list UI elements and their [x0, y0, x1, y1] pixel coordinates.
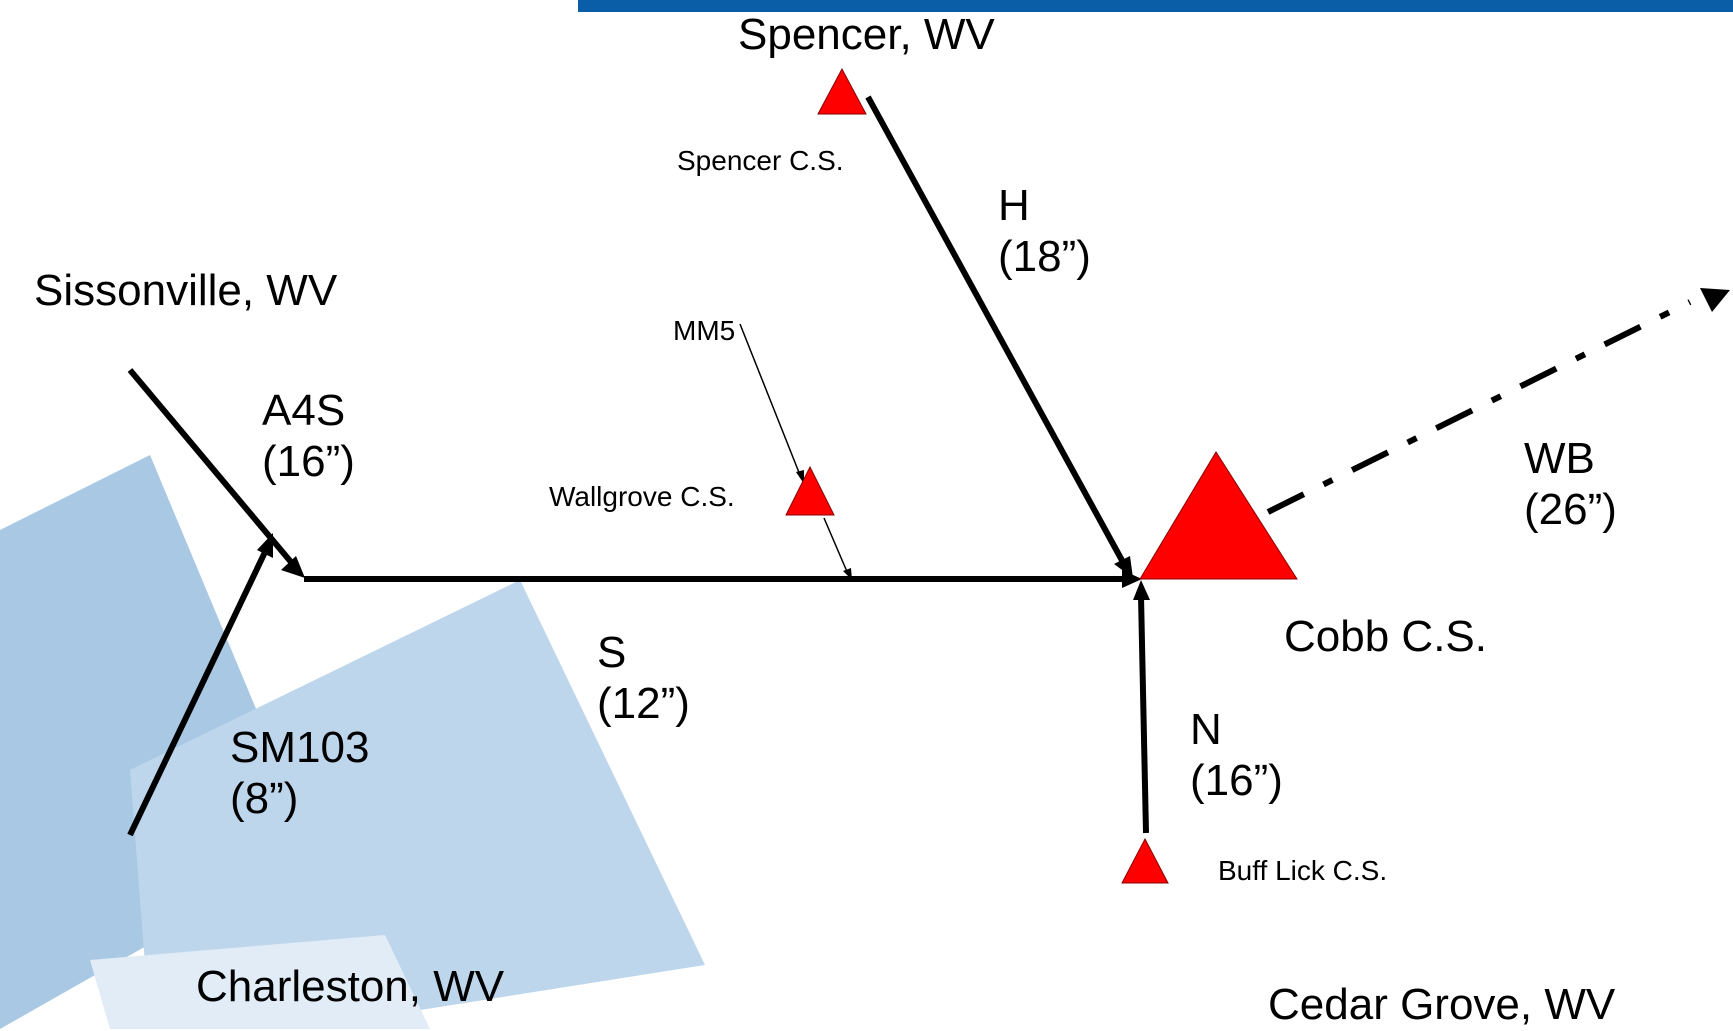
pipeline-n-arrowhead [1133, 580, 1150, 600]
mm5-leader-bottom [823, 517, 849, 575]
pipeline-label-wb: WB (26”) [1524, 434, 1617, 535]
pipeline-a4s-arrowhead [281, 556, 305, 578]
pipeline-h-arrowhead [1114, 556, 1133, 578]
mm5-leader-top-arrowhead [796, 470, 804, 484]
background-tile-medium [130, 580, 705, 1029]
station-label-spencer: Spencer C.S. [677, 145, 844, 176]
place-label-charleston: Charleston, WV [196, 962, 505, 1011]
cobb-cs-triangle [1139, 451, 1298, 580]
spencer-cs-triangle [817, 67, 867, 115]
place-label-sissonville: Sissonville, WV [34, 266, 338, 315]
pipeline-wb [1266, 299, 1692, 515]
mm5-leader-top [739, 323, 801, 476]
compressor-stations [785, 67, 1298, 884]
pipeline-a4s-size: (16”) [262, 436, 355, 486]
place-label-cedar-grove: Cedar Grove, WV [1268, 980, 1616, 1029]
wallgrove-cs-triangle [785, 465, 835, 516]
pipeline-label-h: H (18”) [998, 181, 1091, 282]
pipeline-sm103-arrowhead [257, 533, 273, 558]
point-label-mm5: MM5 [673, 315, 736, 346]
pipeline-wb-arrowhead [1700, 288, 1730, 312]
mm5-pointer [739, 323, 852, 580]
station-label-buff-lick: Buff Lick C.S. [1218, 855, 1388, 886]
pipeline-h [865, 95, 1127, 566]
pipeline-label-s: S (12”) [597, 628, 690, 729]
station-label-cobb: Cobb C.S. [1284, 612, 1487, 661]
pipeline-sm103-size: (8”) [230, 773, 299, 823]
pipelines [127, 95, 1730, 837]
background-tile-light [90, 935, 430, 1029]
pipeline-n-name: N [1190, 705, 1222, 754]
pipeline-s-arrowhead [1122, 570, 1142, 588]
top-bar [578, 0, 1733, 12]
pipeline-sm103 [127, 548, 269, 837]
place-label-spencer: Spencer, WV [738, 10, 995, 59]
pipeline-a4s [127, 368, 299, 570]
pipeline-wb-name: WB [1524, 434, 1595, 483]
background-tiles [0, 455, 705, 1029]
pipeline-label-sm103: SM103 (8”) [230, 723, 369, 824]
pipeline-h-name: H [998, 181, 1030, 230]
station-label-wallgrove: Wallgrove C.S. [549, 481, 735, 512]
buff-lick-cs-triangle [1121, 837, 1169, 884]
mm5-leader-bottom-arrowhead [843, 568, 852, 580]
pipeline-sm103-name: SM103 [230, 723, 370, 772]
pipeline-h-size: (18”) [998, 231, 1091, 281]
pipeline-label-a4s: A4S (16”) [262, 386, 355, 487]
pipeline-s-size: (12”) [597, 678, 690, 728]
pipeline-label-n: N (16”) [1190, 705, 1283, 806]
pipeline-a4s-name: A4S [262, 386, 346, 435]
pipeline-n [1138, 595, 1149, 834]
pipeline-n-size: (16”) [1190, 755, 1283, 805]
pipeline-s-name: S [597, 628, 627, 677]
pipeline-wb-size: (26”) [1524, 484, 1617, 534]
